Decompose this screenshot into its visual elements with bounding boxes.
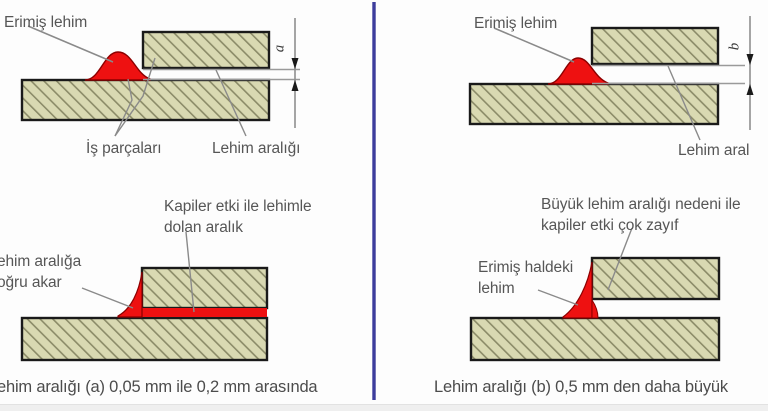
label-weak-capillary-line2: kapiler etki çok zayıf bbox=[541, 217, 679, 234]
label-molten-state-line2: lehim bbox=[478, 280, 515, 297]
solder-neck-right-bottom bbox=[591, 298, 599, 319]
leader-molten-state-right-bottom bbox=[537, 289, 579, 306]
leader-weak-capillary-right-bottom bbox=[607, 227, 633, 291]
upper-workpiece-left-top bbox=[141, 30, 271, 70]
label-workpieces-left-top: İş parçaları bbox=[86, 140, 162, 157]
leader-molten-solder-right-top bbox=[493, 27, 575, 63]
bottom-strip bbox=[0, 404, 768, 411]
molten-solder-bead-left-top bbox=[84, 51, 151, 81]
label-solder-flow-line2: oğru akar bbox=[0, 274, 62, 291]
label-solder-flow-line1: ehim aralığa bbox=[0, 253, 82, 270]
leader-solder-flow-left-bottom bbox=[81, 287, 134, 309]
label-weak-capillary-line1: Büyük lehim aralığı nedeni ile bbox=[541, 196, 741, 213]
capillary-filled-gap-left-bottom bbox=[142, 308, 267, 317]
upper-workpiece-right-bottom bbox=[590, 256, 721, 301]
leader-workpieces-left-top bbox=[114, 78, 133, 137]
caption-right-panel: Lehim aralığı (b) 0,5 mm den daha büyük bbox=[434, 378, 728, 396]
lower-workpiece-right-top bbox=[468, 82, 720, 126]
lower-workpiece-right-bottom bbox=[469, 316, 721, 362]
dimension-arrow-down-b bbox=[746, 54, 754, 65]
caption-left-panel: ehim aralığı (a) 0,05 mm ile 0,2 mm aras… bbox=[0, 378, 318, 396]
right-top-diagram bbox=[468, 16, 754, 141]
lower-workpiece-left-bottom bbox=[20, 316, 269, 362]
label-molten-solder-left-top: Erimiş lehim bbox=[4, 14, 88, 31]
dimension-label-a: a bbox=[271, 44, 288, 53]
molten-solder-bead-right-top bbox=[547, 57, 609, 85]
solder-wedge-right-bottom bbox=[562, 261, 593, 319]
label-solder-gap-right-top: Lehim aral bbox=[678, 142, 750, 159]
leader-molten-solder-left-top bbox=[27, 25, 114, 63]
leader-capillary-gap-left-bottom bbox=[185, 231, 195, 313]
leader-solder-gap-right-top bbox=[667, 65, 701, 141]
solder-fillet-left-bottom bbox=[117, 271, 143, 318]
left-top-diagram bbox=[20, 18, 300, 137]
label-capillary-fill-line1: Kapiler etki ile lehimle bbox=[164, 198, 312, 215]
dimension-arrow-up-b bbox=[746, 84, 754, 95]
label-molten-state-line1: Erimiş haldeki bbox=[478, 259, 574, 276]
right-bottom-diagram bbox=[469, 227, 721, 362]
upper-workpiece-left-bottom bbox=[140, 266, 269, 310]
upper-workpiece-right-top bbox=[590, 26, 720, 66]
label-molten-solder-right-top: Erimiş lehim bbox=[474, 15, 558, 32]
leader-solder-gap-left-top bbox=[215, 69, 247, 137]
dimension-arrow-down-a bbox=[291, 58, 299, 69]
left-bottom-diagram bbox=[20, 231, 269, 362]
label-capillary-fill-line2: dolan aralık bbox=[164, 219, 243, 236]
label-solder-gap-left-top: Lehim aralığı bbox=[212, 140, 301, 157]
dimension-arrow-up-a bbox=[291, 80, 299, 91]
leader-workpieces-branch-left-top bbox=[114, 57, 156, 137]
dimension-label-b: b bbox=[726, 42, 743, 51]
